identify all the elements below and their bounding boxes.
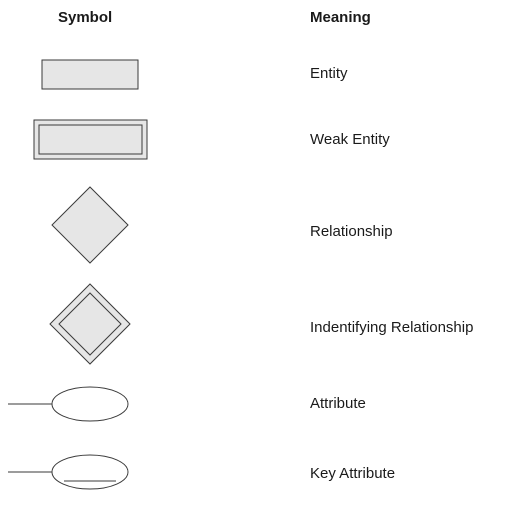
attribute-symbol xyxy=(8,386,129,422)
meaning-entity: Entity xyxy=(310,65,348,82)
relationship-symbol xyxy=(51,186,129,264)
identifying-relationship-symbol xyxy=(49,283,131,365)
entity-symbol xyxy=(41,59,139,90)
meaning-identifying-relationship: Indentifying Relationship xyxy=(310,319,474,336)
meaning-relationship: Relationship xyxy=(310,223,393,240)
meaning-attribute: Attribute xyxy=(310,395,366,412)
symbol-column-header: Symbol xyxy=(58,9,113,26)
meaning-column-header: Meaning xyxy=(310,9,371,26)
meaning-weak-entity: Weak Entity xyxy=(310,131,390,148)
weak-entity-symbol xyxy=(33,119,148,160)
meaning-key-attribute: Key Attribute xyxy=(310,465,396,482)
key-attribute-symbol xyxy=(8,454,129,490)
